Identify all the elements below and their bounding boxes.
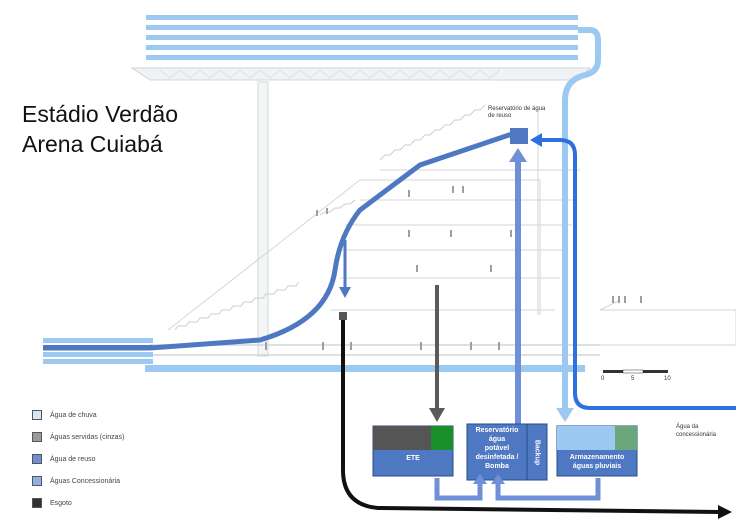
sewage-pipe: [341, 320, 721, 514]
legend-item-grey: Águas servidas (cinzas): [32, 426, 124, 448]
ete-label: ETE: [406, 455, 420, 462]
rain-storage-box: [556, 425, 638, 477]
potable-reservoir-label: Reservatório água potável desinfetada / …: [467, 426, 527, 471]
scale-label-0: 0: [601, 376, 605, 382]
rain-water-pipe: [562, 27, 601, 410]
supplier-arrow: [530, 133, 542, 147]
title-line-2: Arena Cuiabá: [22, 131, 163, 157]
reservoir-top-label: Reservatório de água de reuso: [488, 106, 546, 119]
legend-label-rain: Água de chuva: [50, 411, 97, 419]
legend-label-supplier: Águas Concessionária: [50, 477, 121, 485]
water-supplier-label-2: concessionária: [676, 432, 717, 438]
reuse-branch-arrow: [339, 287, 351, 298]
scale-label-10: 10: [664, 376, 671, 382]
ete-to-reservoir-arrow: [473, 474, 487, 484]
stands: [174, 104, 486, 331]
supplier-pipe: [540, 138, 736, 410]
ete-to-reservoir-pipe: [434, 478, 483, 501]
legend-swatch-grey: [32, 432, 42, 442]
potable-label-1: Reservatório: [475, 427, 519, 434]
roof: [130, 15, 592, 81]
ete-box: [372, 425, 454, 477]
water-supplier-label-1: Água da: [676, 424, 699, 430]
reuse-reservoir: [510, 128, 528, 144]
sewage-arrow: [718, 505, 732, 519]
legend-label-sewage: Esgoto: [50, 499, 72, 507]
reuse-pipe: [43, 129, 519, 351]
legend-swatch-reuse: [32, 454, 42, 464]
legend-swatch-sewage: [32, 498, 42, 508]
backup-label: Backup: [533, 439, 541, 466]
sewage-tap: [339, 312, 347, 320]
pump-up-arrow: [509, 148, 527, 162]
legend-swatch-supplier: [32, 476, 42, 486]
stadium-structure: [150, 81, 736, 357]
rain-label-2: águas pluviais: [572, 463, 622, 470]
rain-to-reservoir-pipe: [495, 478, 601, 501]
rain-label-1: Armazenamento: [569, 454, 625, 461]
backup-box: [526, 423, 548, 481]
legend-swatch-rain: [32, 410, 42, 420]
legend-label-reuse: Água de reuso: [50, 455, 96, 463]
people: [265, 186, 642, 350]
legend-label-grey: Águas servidas (cinzas): [50, 433, 125, 441]
rain-storage-label: Armazenamento águas pluviais: [557, 453, 637, 471]
legend-item-supplier: Águas Concessionária: [32, 470, 124, 492]
legend: Água de chuva Águas servidas (cinzas) Ág…: [32, 404, 124, 514]
potable-reservoir-box: [466, 423, 528, 481]
scale-label-5: 5: [631, 376, 635, 382]
potable-label-3: potável: [484, 445, 510, 452]
legend-item-sewage: Esgoto: [32, 492, 124, 514]
potable-label-2: água: [488, 436, 506, 443]
legend-item-rain: Água de chuva: [32, 404, 124, 426]
scale-bar: [603, 369, 668, 374]
rain-to-reservoir-arrow: [491, 474, 505, 484]
potable-label-5: Bomba: [485, 463, 509, 470]
rain-arrow: [556, 408, 574, 422]
potable-label-4: desinfetada /: [475, 454, 519, 461]
legend-item-reuse: Água de reuso: [32, 448, 124, 470]
title-line-1: Estádio Verdão: [22, 101, 179, 127]
grey-water-arrow: [429, 408, 445, 422]
